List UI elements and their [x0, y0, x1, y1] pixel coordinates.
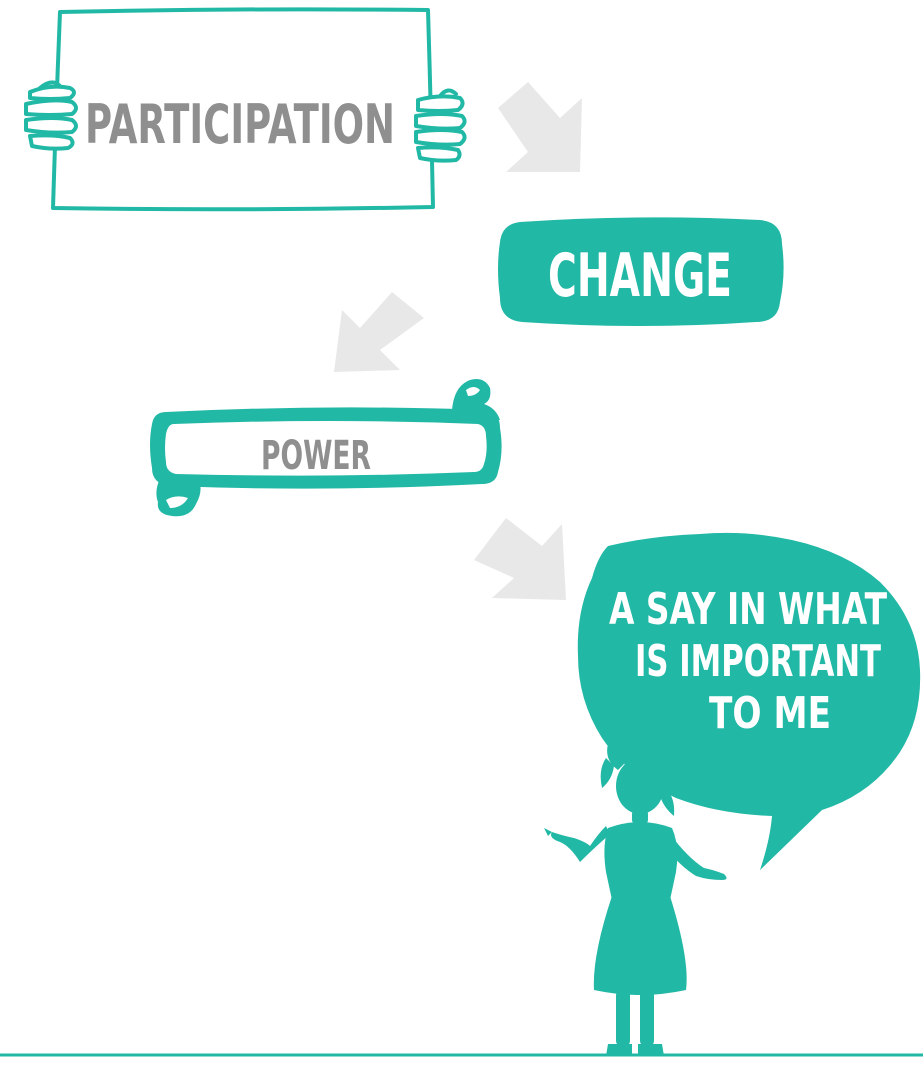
arrow-to-power-icon: [334, 292, 424, 372]
speech-line-2: IS IMPORTANT: [635, 636, 881, 687]
participation-label: PARTICIPATION: [85, 93, 395, 156]
speech-bubble: A SAY IN WHAT IS IMPORTANT TO ME: [577, 532, 921, 870]
girl-silhouette-icon: [544, 744, 727, 1056]
arrow-to-speech-icon: [474, 518, 566, 600]
sign-board: [51, 7, 435, 212]
banner-inner: [165, 421, 487, 476]
change-box-shape: [498, 217, 784, 326]
power-banner: POWER: [150, 379, 502, 517]
change-label: CHANGE: [548, 241, 732, 311]
arrow-to-change-icon: [498, 82, 582, 172]
speech-line-1: A SAY IN WHAT: [609, 584, 887, 635]
left-hand-icon: [24, 80, 78, 151]
participation-sign: PARTICIPATION: [24, 7, 467, 212]
right-hand-icon: [414, 88, 467, 163]
speech-line-3: TO ME: [709, 688, 831, 739]
power-label: POWER: [261, 433, 371, 479]
change-box: CHANGE: [498, 217, 784, 326]
